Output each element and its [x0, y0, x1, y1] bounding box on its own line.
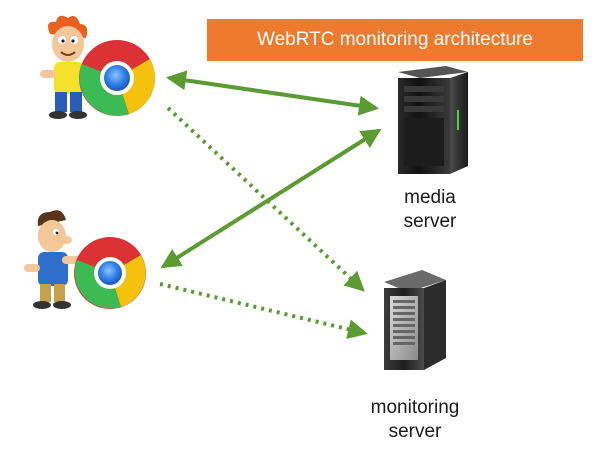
monitoring-server-label: monitoring server — [345, 396, 485, 444]
user-bottom-group — [24, 210, 146, 309]
edge-user-top-to-media-server — [166, 70, 379, 116]
media-server-label-line2: server — [403, 211, 457, 232]
user-top-group — [40, 15, 156, 119]
chrome-browser-icon — [74, 237, 146, 309]
cartoon-user-icon — [40, 15, 88, 119]
monitoring-server-icon — [384, 270, 446, 370]
diagram-title: WebRTC monitoring architecture — [257, 29, 533, 50]
media-server-label-line1: media — [404, 187, 456, 208]
monitoring-server-label-line1: monitoring — [370, 397, 460, 418]
edge-user-bottom-to-monitoring-server — [159, 282, 368, 339]
connections — [159, 70, 382, 339]
media-server-icon — [398, 66, 468, 174]
chrome-browser-icon — [79, 40, 156, 116]
diagram-title-banner: WebRTC monitoring architecture — [207, 19, 583, 61]
edge-user-bottom-to-media-server — [160, 128, 382, 269]
edge-user-top-to-monitoring-server — [166, 106, 365, 292]
monitoring-server-label-line2: server — [388, 421, 442, 442]
cartoon-user-icon — [24, 210, 82, 309]
media-server-label: media server — [380, 186, 480, 234]
